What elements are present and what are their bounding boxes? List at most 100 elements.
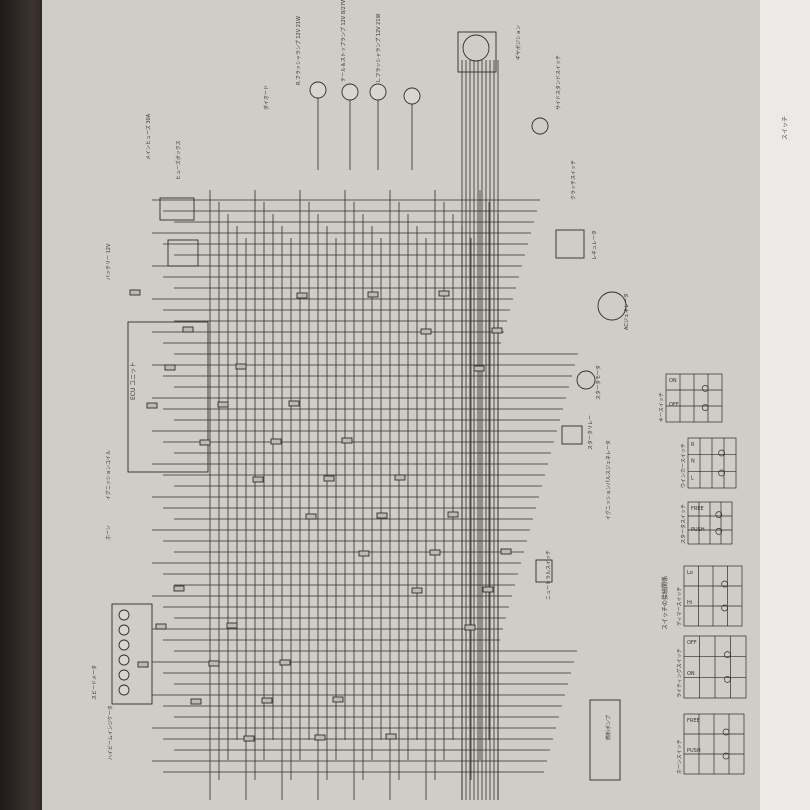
- component-label: ニュートラルスイッチ: [546, 550, 552, 600]
- component-label: バッテリー 12V: [106, 243, 112, 280]
- connector-block: [288, 400, 300, 407]
- switch-row-label: Lo: [687, 570, 693, 576]
- connector-block: [182, 326, 194, 333]
- connector-block: [270, 438, 282, 445]
- component-label: サイドスタンドスイッチ: [555, 55, 562, 110]
- switch-contact: [718, 449, 725, 457]
- component-symbols: [111, 31, 627, 781]
- component-label: クラッチスイッチ: [571, 160, 577, 200]
- connector-block: [279, 659, 291, 666]
- connector-block: [261, 697, 273, 704]
- connector-block: [394, 474, 406, 481]
- connector-block: [429, 549, 441, 556]
- connector-block: [411, 587, 423, 594]
- component-label: イグニッションパルスジェネレータ: [605, 440, 612, 520]
- fuel-pump-box: [589, 699, 621, 781]
- connector-block: [447, 511, 459, 518]
- connector-block: [341, 437, 353, 444]
- connector-block: [296, 292, 308, 299]
- connector-block: [129, 289, 141, 296]
- component-label: スタータリレー: [587, 415, 594, 450]
- connector-block: [385, 733, 397, 740]
- connector-block: [376, 512, 388, 519]
- switch-contact: [721, 580, 728, 588]
- gear-position-symbol: [462, 34, 490, 62]
- meter-box: [111, 603, 153, 705]
- connector-block: [252, 476, 264, 483]
- component-label: ヒューズボックス: [175, 140, 182, 180]
- component-label: キースイッチ: [659, 392, 665, 422]
- connector-block: [500, 548, 512, 555]
- component-label: ホーン: [106, 525, 112, 540]
- component-label: レギュレータ: [591, 230, 598, 260]
- regulator-box: [555, 229, 585, 259]
- connector-block: [464, 624, 476, 631]
- component-label: ACジェネレータ: [623, 293, 630, 330]
- connector-block: [217, 401, 229, 408]
- connector-block: [323, 475, 335, 482]
- starter-relay-box: [561, 425, 583, 445]
- wiring-diagram-page: [42, 0, 772, 810]
- switch-row-label: N: [691, 459, 695, 465]
- switch-tables: [665, 373, 747, 775]
- switch-row-label: L: [691, 475, 694, 481]
- switch-row-label: OFF: [687, 640, 697, 646]
- component-label: ハイビームインジケータ: [107, 705, 114, 760]
- connector-block: [367, 291, 379, 298]
- connector-block: [438, 290, 450, 297]
- component-label: ホーンスイッチ: [677, 739, 683, 774]
- connector-block: [146, 402, 158, 409]
- switch-row-label: PUSH: [687, 748, 701, 754]
- component-label: ギヤポジション: [515, 25, 522, 60]
- switch-row-label: FREE: [691, 506, 704, 512]
- connector-block: [235, 363, 247, 370]
- indicator-bulb: [118, 669, 130, 681]
- sidestand-switch-symbol: [531, 117, 549, 135]
- connector-block: [208, 660, 220, 667]
- connector-block: [137, 661, 149, 668]
- component-label: 燃料ポンプ: [605, 715, 612, 740]
- connector-block: [199, 439, 211, 446]
- connector-block: [155, 623, 167, 630]
- component-label: イグニッションコイル: [105, 450, 112, 500]
- switch-contact: [715, 528, 723, 535]
- switch-row-label: ON: [687, 671, 695, 677]
- component-label: R.フラッシャランプ 12V 21W: [296, 16, 302, 85]
- switch-table-title: スイッチの接続関係: [662, 575, 669, 630]
- facing-page-text: スイッチ: [782, 115, 789, 140]
- indicator-bulb: [118, 639, 130, 651]
- wire-harness: [152, 60, 578, 800]
- ac-generator-symbol: [597, 291, 627, 321]
- bulb-symbol: [369, 83, 387, 101]
- switch-contact: [701, 385, 709, 392]
- component-label: メインヒューズ 30A: [145, 113, 152, 160]
- component-label: ディマースイッチ: [676, 587, 683, 626]
- component-label: ライティングスイッチ: [676, 648, 683, 698]
- component-label: ダイオード: [263, 85, 270, 110]
- bulb-symbol: [309, 81, 327, 99]
- indicator-bulb: [118, 624, 130, 636]
- indicator-bulb: [118, 609, 130, 621]
- connector-block: [332, 696, 344, 703]
- switch-contact: [722, 752, 730, 760]
- connector-block: [305, 513, 317, 520]
- connector-block: [473, 365, 485, 372]
- component-label: スタータスイッチ: [680, 504, 687, 544]
- switch-row-label: OFF: [669, 402, 679, 408]
- switch-contact: [724, 676, 731, 683]
- component-label: スタータモータ: [595, 365, 602, 400]
- switch-row-label: ON: [669, 378, 677, 384]
- ecu-box: [127, 321, 209, 473]
- connector-block: [482, 586, 494, 593]
- connector-block: [314, 734, 326, 741]
- bulb-symbol: [403, 87, 421, 105]
- indicator-bulb: [118, 654, 130, 666]
- battery-box: [167, 239, 199, 267]
- neutral-switch-box: [535, 559, 553, 583]
- connector-block: [164, 364, 176, 371]
- switch-contact: [718, 469, 725, 477]
- switch-row-label: FREE: [687, 718, 700, 724]
- indicator-bulb: [118, 684, 130, 696]
- connector-block: [173, 585, 185, 592]
